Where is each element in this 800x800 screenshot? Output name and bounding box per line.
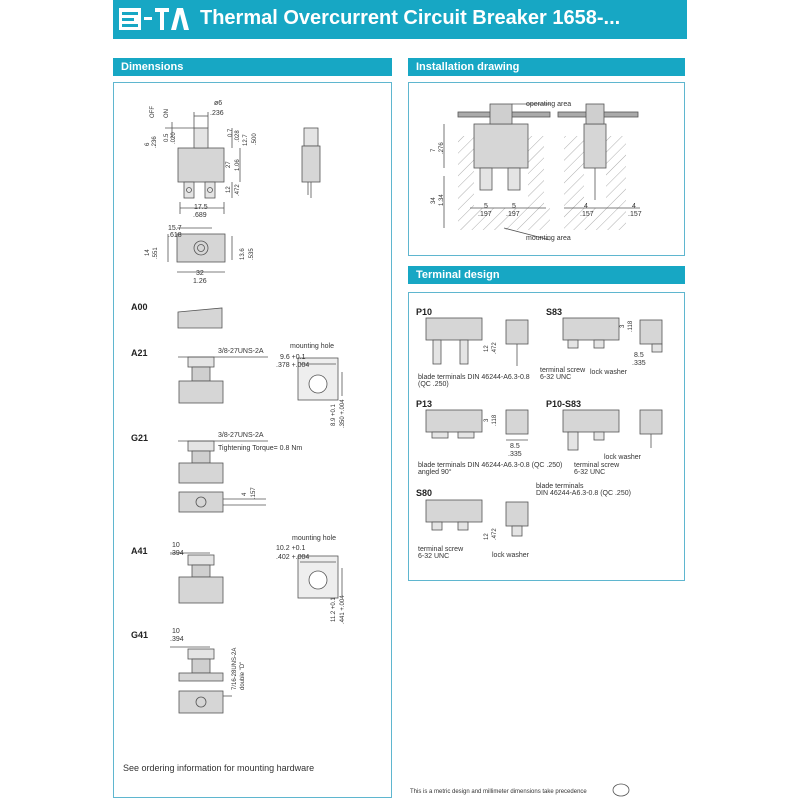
p10s83-blade-note: blade terminals DIN 46244-A6.3-0.8 (QC .… (536, 483, 631, 497)
s83-dim-85: 8.5 (634, 352, 644, 359)
s83-washer-note: lock washer (590, 369, 627, 376)
p13-blade-note: blade terminals DIN 46244-A6.3-0.8 (QC .… (418, 462, 563, 476)
a41-d394: .394 (170, 550, 184, 557)
dim-236: .236 (210, 110, 224, 117)
variant-g41-label: G41 (131, 630, 149, 640)
inst-dim-4b: 4 (632, 203, 636, 210)
ordering-info-note: See ordering information for mounting ha… (123, 763, 315, 773)
terminal-p13-label: P13 (416, 399, 433, 409)
dim-32: 32 (196, 270, 204, 277)
dim-618: .618 (168, 232, 182, 239)
inst-dim-5a: 5 (484, 203, 488, 210)
page-title: Thermal Overcurrent Circuit Breaker 1658… (200, 7, 621, 29)
a41-dim1: 10.2 +0.1 (276, 545, 306, 552)
operating-area-label: operating area (526, 101, 572, 108)
terminal-s83-label: S83 (546, 307, 563, 317)
dim-157: 15.7 (168, 225, 182, 232)
dim-175: 17.5 (194, 204, 208, 211)
s80-screw-note: terminal screw 6-32 UNC (418, 546, 464, 560)
s80-washer-note: lock washer (492, 552, 529, 559)
s83-dim-335: .335 (632, 360, 646, 367)
inst-dim-197a: .197 (478, 211, 492, 218)
dim-689: .689 (193, 212, 207, 219)
inst-dim-197b: .197 (506, 211, 520, 218)
g41-d394: .394 (170, 636, 184, 643)
mounting-area-label: mounting area (526, 235, 571, 242)
inst-dim-4a: 4 (584, 203, 588, 210)
p13-dim-85: 8.5 (510, 443, 520, 450)
terminal-s80-label: S80 (416, 488, 433, 498)
terminal-p10-s83-label: P10-S83 (546, 399, 582, 409)
variant-a41-label: A41 (131, 546, 148, 556)
inst-dim-5b: 5 (512, 203, 516, 210)
header-banner: Thermal Overcurrent Circuit Breaker 1658… (113, 0, 687, 39)
installation-heading: Installation drawing (408, 58, 685, 76)
variant-a21-label: A21 (131, 348, 148, 358)
dimensions-panel (113, 82, 392, 798)
actuator-button (193, 127, 209, 149)
variant-g21-label: G21 (131, 433, 149, 443)
p13-dim-335: .335 (508, 451, 522, 458)
p10-blade-note: blade terminals DIN 46244-A6.3-0.8 (QC .… (418, 374, 530, 388)
a41-dim1-in: .402 +.004 (276, 554, 310, 561)
a21-mounting-hole: mounting hole (290, 343, 334, 350)
inst-dim-157b: .157 (628, 211, 642, 218)
inst-dim-157a: .157 (580, 211, 594, 218)
dim-o6: ø6 (214, 100, 223, 107)
g21-thread: 3/8-27UNS-2A (218, 432, 264, 439)
variant-a00-label: A00 (131, 302, 148, 312)
p10s83-screw-note: terminal screw 6-32 UNC (574, 462, 620, 476)
dimensions-heading: Dimensions (113, 58, 392, 76)
dim-126: 1.26 (193, 278, 207, 285)
a21-dim1: 9.6 +0.1 (280, 354, 306, 361)
metric-design-note: This is a metric design and millimeter d… (410, 789, 587, 795)
s83-screw-note: terminal screw 6-32 UNC (540, 367, 586, 381)
terminal-p10-label: P10 (416, 307, 433, 317)
g41-d10: 10 (172, 628, 180, 635)
a41-d10: 10 (172, 542, 180, 549)
terminal-heading: Terminal design (408, 266, 685, 284)
a21-dim1-in: .378 +.004 (276, 362, 310, 369)
a41-mounting-hole: mounting hole (292, 535, 336, 542)
g21-torque: Tightening Torque= 0.8 Nm (218, 445, 303, 452)
p10s83-washer-note: lock washer (604, 454, 641, 461)
eta-logo-icon (119, 8, 189, 30)
a21-thread: 3/8-27UNS-2A (218, 348, 264, 355)
